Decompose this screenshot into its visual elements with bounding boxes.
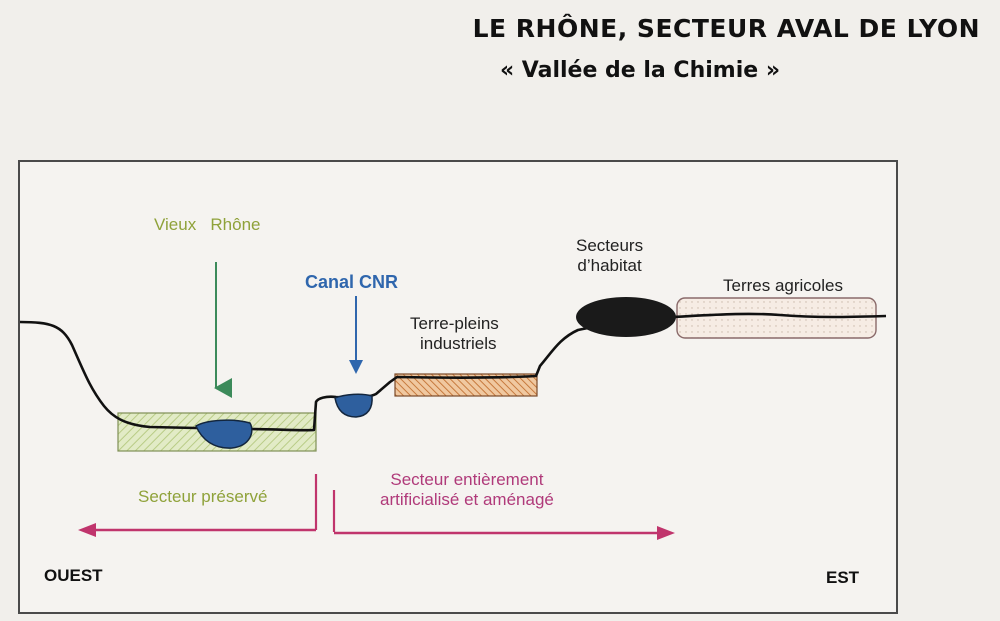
west-arrowhead bbox=[78, 523, 96, 537]
label-habitat: Secteurs d’habitat bbox=[576, 236, 643, 277]
label-habitat-line1: Secteurs bbox=[576, 236, 644, 255]
label-secteur-preserve: Secteur préservé bbox=[138, 487, 268, 506]
vieux-rhone-water bbox=[195, 419, 253, 449]
label-artificialise-line2: artificialisé et aménagé bbox=[380, 490, 554, 510]
label-canal-cnr: Canal CNR bbox=[305, 272, 399, 292]
industrial-embankment bbox=[394, 373, 538, 397]
canal-cnr-water bbox=[334, 393, 373, 418]
label-artificialise-line1: Secteur entièrement bbox=[390, 470, 544, 489]
label-est: EST bbox=[826, 568, 860, 587]
diagram-subtitle: « Vallée de la Chimie » bbox=[499, 58, 781, 83]
canal-cnr-arrowhead bbox=[349, 360, 363, 374]
label-terres-agricoles: Terres agricoles bbox=[723, 276, 843, 295]
label-artificialise: Secteur entièrement artificialisé et amé… bbox=[380, 470, 554, 511]
east-arrowhead bbox=[657, 526, 675, 540]
label-vieux-rhone: Vieux Rhône bbox=[154, 215, 261, 234]
label-habitat-line2: d’habitat bbox=[577, 256, 642, 276]
label-ouest: OUEST bbox=[44, 566, 103, 585]
label-terre-pleins: Terre-pleins industriels bbox=[410, 314, 499, 355]
housing-sector bbox=[576, 297, 676, 337]
diagram-title: LE RHÔNE, SECTEUR AVAL DE LYON bbox=[472, 14, 980, 43]
label-terre-pleins-line1: Terre-pleins bbox=[410, 314, 499, 333]
label-terre-pleins-line2: industriels bbox=[420, 334, 497, 354]
